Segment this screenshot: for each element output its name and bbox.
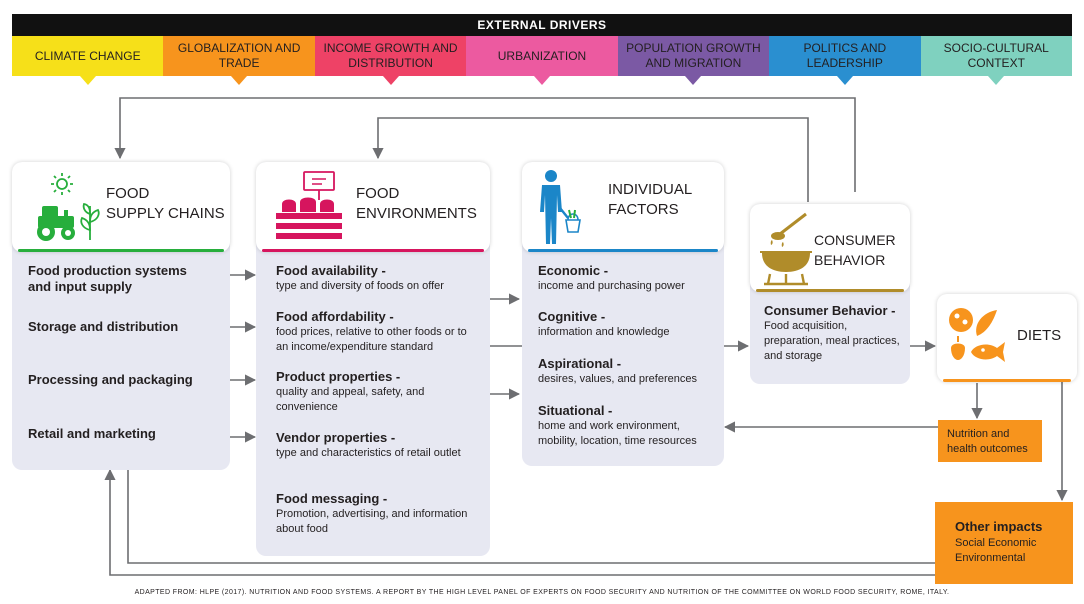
individual-item-cognitive: Cognitive - information and knowledge	[538, 309, 718, 340]
other-impacts-title: Other impacts	[955, 519, 1043, 534]
item-head: Cognitive -	[538, 309, 606, 324]
driver-climate-change: CLIMATE CHANGE	[12, 36, 164, 88]
individual-item-economic: Economic - income and purchasing power	[538, 263, 718, 294]
individual-title-line2: FACTORS	[608, 201, 679, 218]
item-desc: Promotion, advertising, and information …	[276, 508, 468, 535]
driver-arrow-tip	[836, 76, 853, 85]
driver-urbanization: URBANIZATION	[466, 36, 618, 88]
driver-arrow-tip	[382, 76, 399, 85]
item-head: Vendor properties -	[276, 430, 396, 445]
driver-label: INCOME GROWTH AND DISTRIBUTION	[314, 36, 467, 76]
other-impacts-box: Other impacts Social Economic Environmen…	[935, 502, 1073, 584]
diets-accent-line	[943, 379, 1071, 382]
consumer-title-line1: CONSUMER	[814, 232, 896, 248]
driver-arrow-tip	[533, 76, 550, 85]
driver-politics: POLITICS AND LEADERSHIP	[769, 36, 921, 88]
consumer-title-line2: BEHAVIOR	[814, 252, 886, 268]
feedback-to-food-environments	[372, 117, 809, 202]
item-desc: information and knowledge	[538, 326, 670, 338]
item-desc: desires, values, and preferences	[538, 373, 697, 385]
driver-label: GLOBALIZATION AND TRADE	[163, 36, 315, 76]
item-desc: home and work environment, mobility, loc…	[538, 420, 697, 447]
nutrition-outcomes-box: Nutrition and health outcomes	[938, 420, 1042, 462]
food-env-item-affordability: Food affordability - food prices, relati…	[276, 309, 482, 355]
food-env-item-product: Product properties - quality and appeal,…	[276, 369, 476, 415]
food-supply-chains-card: FOOD SUPPLY CHAINS	[12, 162, 230, 252]
food-produce-icon	[949, 308, 1005, 362]
item-head: Economic -	[538, 263, 609, 278]
food-env-title-line1: FOOD	[356, 185, 400, 202]
item-desc: income and purchasing power	[538, 280, 685, 292]
consumer-accent-line	[756, 289, 904, 292]
item-desc: Food acquisition, preparation, meal prac…	[764, 320, 900, 362]
individual-item-aspirational: Aspirational - desires, values, and pref…	[538, 356, 718, 387]
supply-item-production: Food production systems and input supply	[28, 263, 187, 294]
supply-item-retail: Retail and marketing	[28, 426, 156, 441]
food-env-item-messaging: Food messaging - Promotion, advertising,…	[276, 491, 476, 537]
supply-chains-title-line1: FOOD	[106, 185, 150, 202]
external-drivers-header: EXTERNAL DRIVERS	[12, 14, 1072, 36]
supply-chains-title: FOOD SUPPLY CHAINS	[106, 184, 225, 224]
item-head: Food messaging -	[276, 491, 388, 506]
source-citation: ADAPTED FROM: HLPE (2017). NUTRITION AND…	[134, 589, 950, 596]
item-head: Situational -	[538, 403, 613, 418]
supply-item-storage: Storage and distribution	[28, 319, 179, 334]
driver-arrow-tip	[685, 76, 702, 85]
driver-population-growth: POPULATION GROWTH AND MIGRATION	[617, 36, 770, 88]
item-desc: quality and appeal, safety, and convenie…	[276, 386, 425, 413]
external-drivers-row: CLIMATE CHANGE GLOBALIZATION AND TRADE I…	[12, 36, 1072, 88]
driver-socio-cultural: SOCIO-CULTURAL CONTEXT	[920, 36, 1072, 88]
driver-income-growth: INCOME GROWTH AND DISTRIBUTION	[314, 36, 467, 88]
individual-item-situational: Situational - home and work environment,…	[538, 403, 722, 449]
item-desc: food prices, relative to other foods or …	[276, 326, 467, 353]
driver-arrow-tip	[231, 76, 248, 85]
driver-arrow-tip	[988, 76, 1005, 85]
food-env-item-availability: Food availability - type and diversity o…	[276, 263, 482, 294]
food-env-item-vendor: Vendor properties - type and characteris…	[276, 430, 476, 461]
driver-label: CLIMATE CHANGE	[12, 36, 164, 76]
consumer-behavior-title: CONSUMER BEHAVIOR	[814, 230, 896, 270]
individual-factors-card: INDIVIDUAL FACTORS	[522, 162, 724, 252]
diets-card: DIETS	[937, 294, 1077, 382]
item-head: Consumer Behavior -	[764, 303, 896, 318]
other-impacts-line2: Environmental	[955, 552, 1026, 564]
driver-arrow-tip	[79, 76, 96, 85]
driver-label: SOCIO-CULTURAL CONTEXT	[920, 36, 1072, 76]
consumer-behavior-card: CONSUMER BEHAVIOR	[750, 204, 910, 292]
driver-globalization: GLOBALIZATION AND TRADE	[163, 36, 315, 88]
food-env-accent-line	[262, 249, 484, 252]
item-head: Food availability -	[276, 263, 386, 278]
food-env-title-line2: ENVIRONMENTS	[356, 205, 477, 222]
diets-title: DIETS	[1017, 327, 1062, 344]
driver-label: POLITICS AND LEADERSHIP	[769, 36, 921, 76]
item-head: Product properties -	[276, 369, 401, 384]
other-impacts-line1: Social Economic	[955, 537, 1037, 549]
item-desc: type and characteristics of retail outle…	[276, 447, 461, 459]
tractor-sun-icon	[37, 173, 100, 241]
individual-accent-line	[528, 249, 718, 252]
supply-chains-accent-line	[18, 249, 224, 252]
individual-factors-title: INDIVIDUAL FACTORS	[608, 180, 692, 220]
individual-title-line1: INDIVIDUAL	[608, 181, 693, 198]
nutrition-line2: health outcomes	[947, 443, 1028, 455]
supply-chains-title-line2: SUPPLY CHAINS	[106, 205, 225, 222]
consumer-behavior-detail: Consumer Behavior - Food acquisition, pr…	[764, 303, 904, 364]
item-head: Food affordability -	[276, 309, 394, 324]
market-stall-icon	[276, 171, 342, 239]
food-environments-card: FOOD ENVIRONMENTS	[256, 162, 490, 252]
item-desc: type and diversity of foods on offer	[276, 280, 444, 292]
supply-item-processing: Processing and packaging	[28, 372, 193, 387]
nutrition-line1: Nutrition and	[947, 428, 1010, 440]
feedback-to-supply-chains	[114, 97, 856, 192]
driver-label: POPULATION GROWTH AND MIGRATION	[617, 36, 770, 76]
cooking-pot-icon	[760, 212, 812, 286]
feedback-impacts-to-supply	[104, 468, 935, 576]
item-head: Aspirational -	[538, 356, 622, 371]
food-environments-title: FOOD ENVIRONMENTS	[356, 184, 477, 224]
feedback-impacts-to-env	[127, 470, 935, 564]
driver-label: URBANIZATION	[466, 36, 618, 76]
person-basket-icon	[540, 170, 581, 244]
